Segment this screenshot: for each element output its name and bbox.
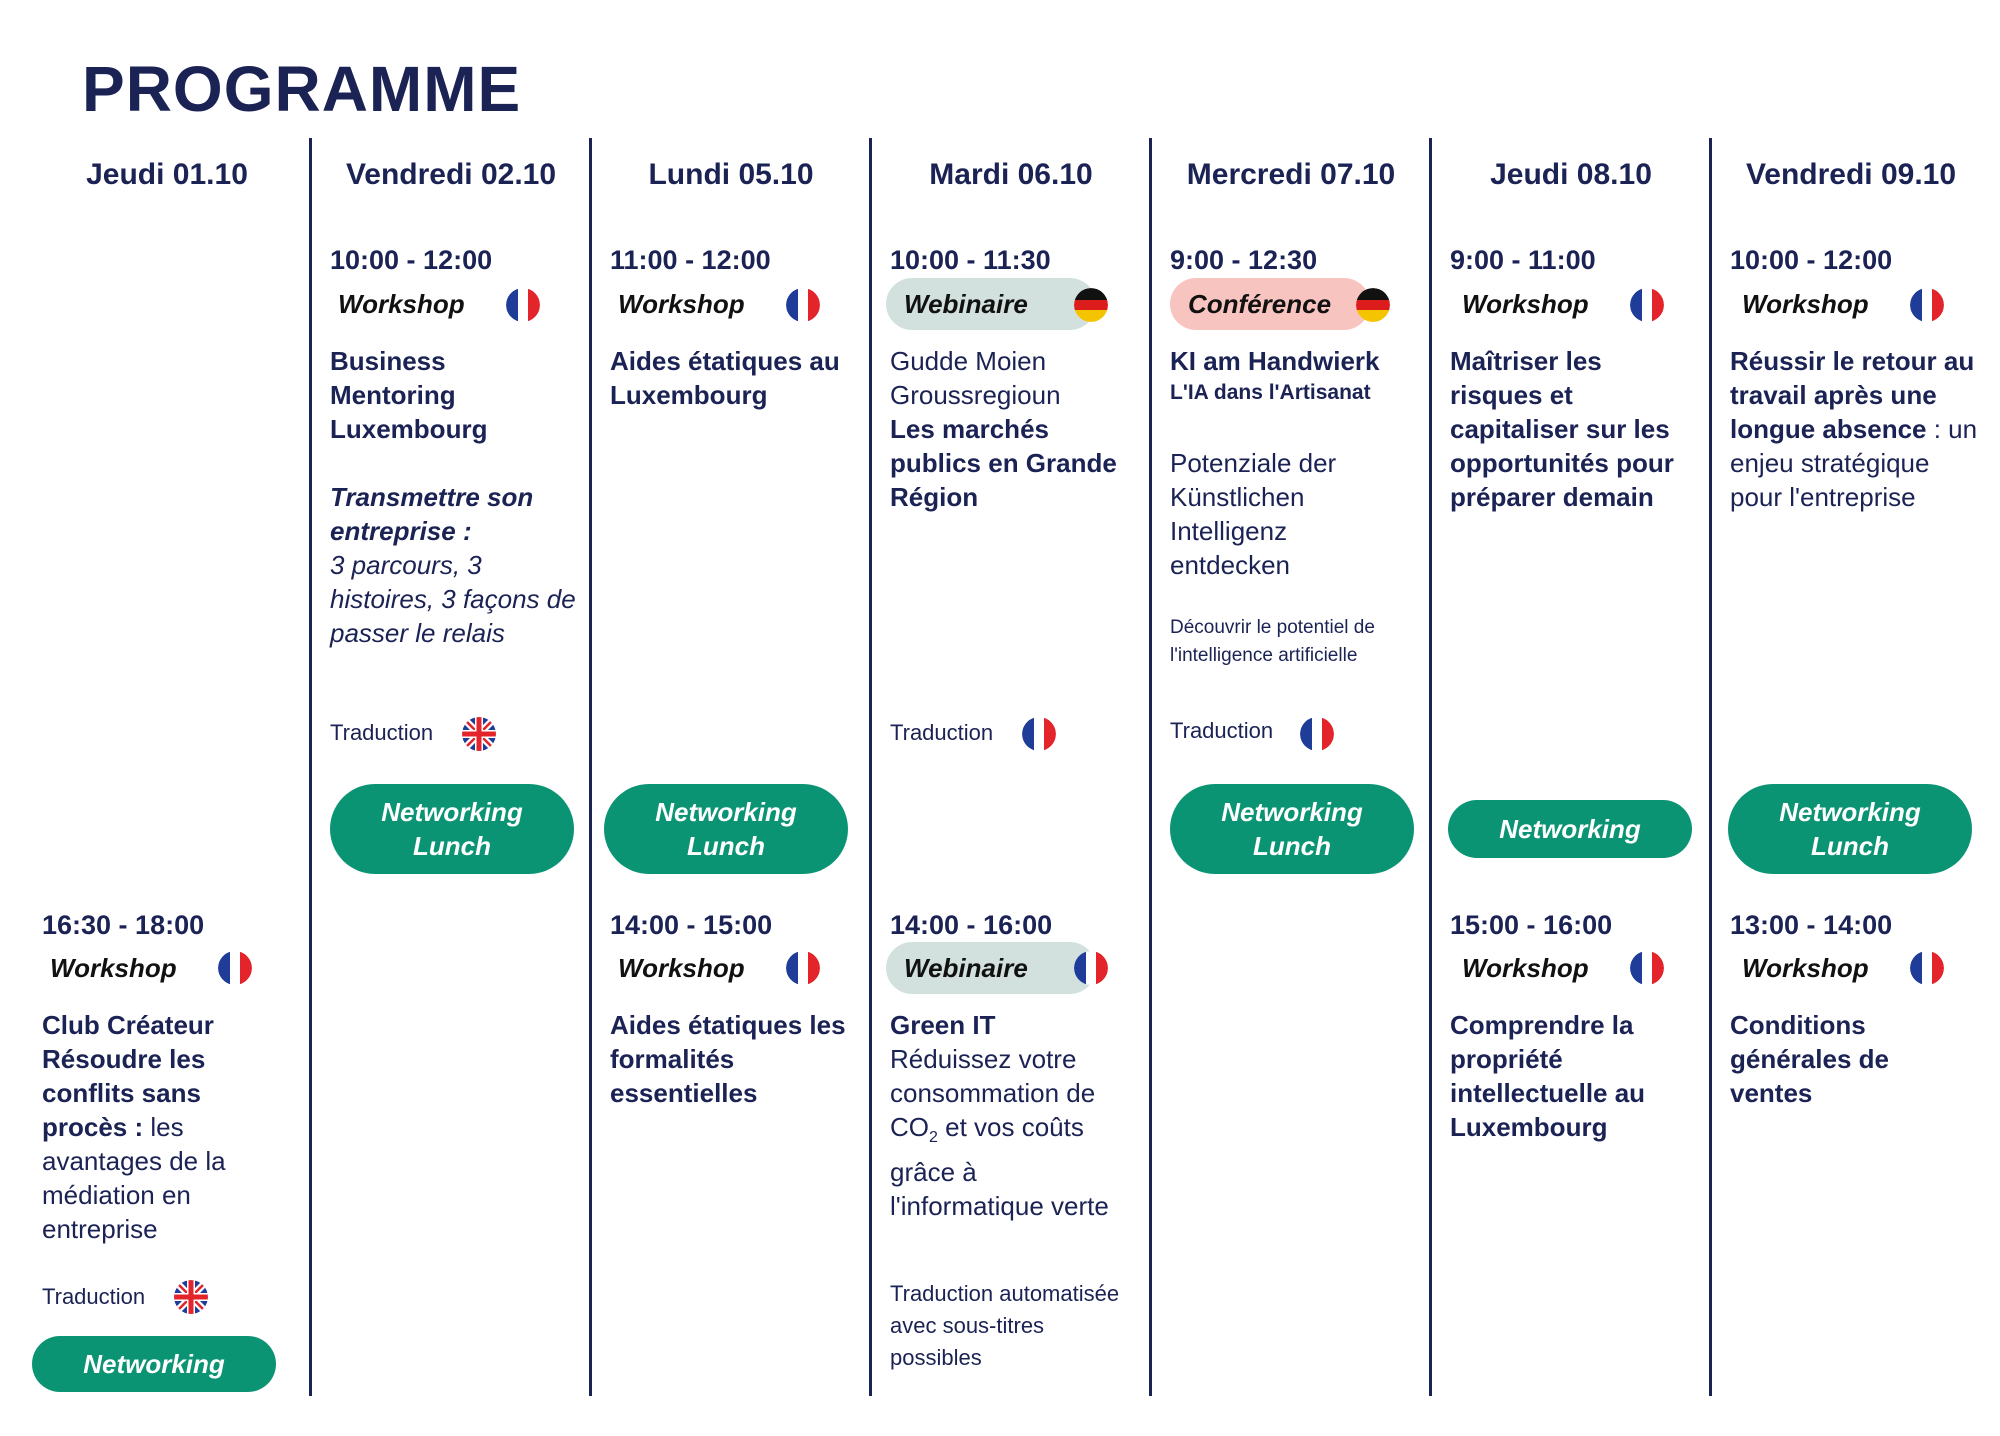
column-divider bbox=[1429, 138, 1432, 1396]
session-time: 10:00 - 12:00 bbox=[1730, 245, 1893, 275]
fr-flag-icon bbox=[786, 951, 820, 985]
translation-label: Traduction bbox=[42, 1284, 146, 1309]
session-title: Business Mentoring Luxembourg bbox=[330, 346, 488, 444]
column-divider bbox=[309, 138, 312, 1396]
session-title: Aides étatiques les formalités essentiel… bbox=[610, 1010, 846, 1108]
networking-label: Networking bbox=[83, 1349, 225, 1379]
session-time: 15:00 - 16:00 bbox=[1450, 910, 1613, 940]
session-type-workshop: Workshop bbox=[1462, 953, 1589, 983]
session-description: Réduissez votre consommation de CO2 et v… bbox=[890, 1044, 1109, 1222]
session-type-workshop: Workshop bbox=[1462, 289, 1589, 319]
session-note: Découvrir le potentiel de l'intelligence… bbox=[1170, 617, 1375, 666]
day-header: Mercredi 07.10 bbox=[1186, 158, 1396, 191]
fr-flag-icon bbox=[218, 951, 252, 985]
day-header: Jeudi 08.10 bbox=[1490, 158, 1652, 191]
day-column-vendredi-0210: Vendredi 02.10 10:00 - 12:00 Workshop Bu… bbox=[316, 0, 586, 1436]
session-title: Aides étatiques au Luxembourg bbox=[610, 346, 840, 410]
session-time: 16:30 - 18:00 bbox=[42, 910, 205, 940]
session-title: Réussir le retour au travail après une l… bbox=[1730, 344, 1978, 514]
uk-flag-icon bbox=[462, 717, 496, 751]
session-title-rest: les avantages de la médiation en entrepr… bbox=[42, 1112, 226, 1244]
session-description: Potenziale der Künstlichen Intelligenz e… bbox=[1170, 448, 1337, 580]
session-title: Club Créateur Résoudre les conflits sans… bbox=[42, 1008, 290, 1246]
session-type-workshop: Workshop bbox=[618, 289, 745, 319]
networking-button: Networking bbox=[32, 1336, 276, 1392]
translation-label: Traduction bbox=[1170, 718, 1274, 743]
day-header: Lundi 05.10 bbox=[648, 158, 814, 191]
column-divider bbox=[869, 138, 872, 1396]
day-header: Jeudi 01.10 bbox=[86, 158, 248, 191]
column-divider bbox=[589, 138, 592, 1396]
networking-button: Networking bbox=[1448, 800, 1692, 858]
page-title: PROGRAMME bbox=[82, 53, 522, 125]
session-title: Les marchés publics en Grande Région bbox=[890, 414, 1117, 512]
session-title: Conditions générales de ventes bbox=[1730, 1010, 1889, 1108]
session-time: 10:00 - 11:30 bbox=[890, 245, 1051, 275]
session-title: Maîtriser les risques et capitaliser sur… bbox=[1450, 346, 1674, 512]
session-time: 10:00 - 12:00 bbox=[330, 245, 493, 275]
day-column-jeudi-0110: Jeudi 01.10 16:30 - 18:00 Workshop Club … bbox=[32, 0, 302, 1436]
session-time: 9:00 - 12:30 bbox=[1170, 245, 1318, 275]
session-title-bold: Réussir le retour au travail après une l… bbox=[1730, 346, 1975, 444]
day-column-lundi-0510: Lundi 05.10 11:00 - 12:00 Workshop Aides… bbox=[596, 0, 866, 1436]
session-type-workshop: Workshop bbox=[50, 953, 177, 983]
de-flag-icon bbox=[1074, 288, 1108, 322]
session-type-webinaire: Webinaire bbox=[886, 278, 1096, 330]
session-title: Green IT bbox=[890, 1010, 996, 1040]
translation-label: Traduction bbox=[890, 720, 994, 745]
session-time: 11:00 - 12:00 bbox=[610, 245, 771, 275]
session-type-workshop: Workshop bbox=[1742, 289, 1869, 319]
session-title: KI am Handwierk bbox=[1170, 346, 1380, 376]
de-flag-icon bbox=[1356, 288, 1390, 322]
fr-flag-icon bbox=[1630, 951, 1664, 985]
session-title-bold: Club Créateur Résoudre les conflits sans… bbox=[42, 1010, 214, 1142]
fr-flag-icon bbox=[1074, 951, 1108, 985]
fr-flag-icon bbox=[1300, 717, 1334, 751]
session-type-workshop: Workshop bbox=[618, 953, 745, 983]
session-time: 14:00 - 16:00 bbox=[890, 910, 1053, 940]
fr-flag-icon bbox=[1910, 288, 1944, 322]
session-title-translation: L'IA dans l'Artisanat bbox=[1170, 381, 1371, 404]
uk-flag-icon bbox=[174, 1280, 208, 1314]
fr-flag-icon bbox=[786, 288, 820, 322]
day-column-jeudi-0810: Jeudi 08.10 9:00 - 11:00 Workshop Maîtri… bbox=[1436, 0, 1706, 1436]
day-header: Vendredi 02.10 bbox=[345, 158, 557, 191]
session-type-webinaire: Webinaire bbox=[886, 942, 1096, 994]
session-type-workshop: Workshop bbox=[338, 289, 465, 319]
day-column-vendredi-0910: Vendredi 09.10 10:00 - 12:00 Workshop Ré… bbox=[1716, 0, 1986, 1436]
translation-label: Traduction bbox=[330, 720, 434, 745]
fr-flag-icon bbox=[1630, 288, 1664, 322]
session-title-rest: : un enjeu stratégique pour l'entreprise bbox=[1730, 414, 1978, 512]
day-column-mercredi-0710: Mercredi 07.10 9:00 - 12:30 Conférence K… bbox=[1156, 0, 1426, 1436]
session-subtitle-detail: 3 parcours, 3 histoires, 3 façons de pas… bbox=[330, 550, 576, 648]
session-title-intro: Gudde Moien Groussregioun ! bbox=[890, 346, 1061, 444]
networking-label: Networking bbox=[1499, 814, 1641, 844]
session-time: 13:00 - 14:00 bbox=[1730, 910, 1893, 940]
day-header: Vendredi 09.10 bbox=[1745, 158, 1957, 191]
session-title: Comprendre la propriété intellectuelle a… bbox=[1450, 1010, 1646, 1142]
day-column-mardi-0610: Mardi 06.10 10:00 - 11:30 Webinaire Gudd… bbox=[876, 0, 1146, 1436]
column-divider bbox=[1149, 138, 1152, 1396]
session-type-workshop: Workshop bbox=[1742, 953, 1869, 983]
fr-flag-icon bbox=[1910, 951, 1944, 985]
day-header: Mardi 06.10 bbox=[929, 158, 1093, 191]
session-time: 9:00 - 11:00 bbox=[1450, 245, 1596, 275]
column-divider bbox=[1709, 138, 1712, 1396]
session-note: Traduction automatisée avec sous-titres … bbox=[890, 1281, 1120, 1370]
session-subtitle: Transmettre son entreprise : bbox=[330, 482, 534, 546]
fr-flag-icon bbox=[1022, 717, 1056, 751]
session-type-conference: Conférence bbox=[1170, 278, 1370, 330]
session-time: 14:00 - 15:00 bbox=[610, 910, 773, 940]
fr-flag-icon bbox=[506, 288, 540, 322]
